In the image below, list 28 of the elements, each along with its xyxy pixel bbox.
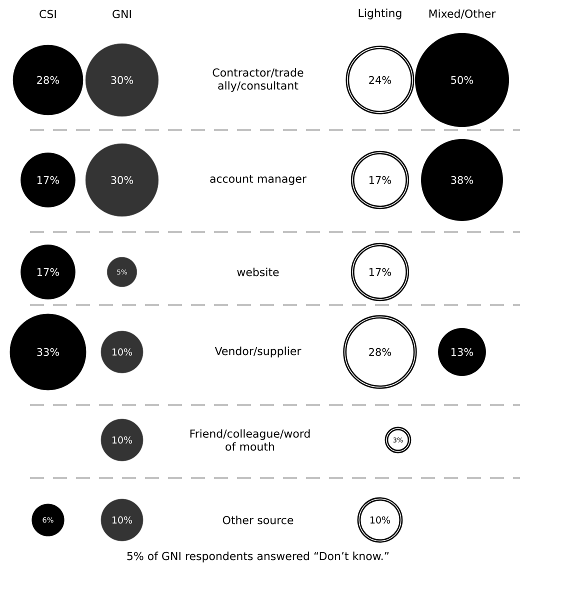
ring-bubble: 28% xyxy=(343,315,417,389)
row-label: account manager xyxy=(210,175,306,185)
column-header: Lighting xyxy=(358,8,402,20)
ring-bubble: 10% xyxy=(357,497,403,543)
column-header: GNI xyxy=(112,10,131,18)
footnote: 5% of GNI respondents answered “Don’t know.” xyxy=(127,552,389,562)
bubble: 33% xyxy=(10,314,86,390)
bubble: 30% xyxy=(85,43,159,117)
bubble: 17% xyxy=(20,244,76,300)
row-label: Contractor/trade ally/consultant xyxy=(212,68,304,92)
bubble: 30% xyxy=(85,143,159,217)
ring-bubble: 24% xyxy=(346,46,414,114)
bubble: 50% xyxy=(415,33,509,127)
bubble: 17% xyxy=(20,152,76,208)
ring-bubble: 17% xyxy=(350,242,410,302)
bubble: 38% xyxy=(421,139,503,221)
column-header: Mixed/Other xyxy=(429,9,496,19)
bubble: 13% xyxy=(438,328,486,376)
column-header: CSI xyxy=(40,10,56,18)
row-label: Vendor/supplier xyxy=(214,346,302,358)
ring-bubble: 17% xyxy=(350,150,410,210)
row-label: Other source xyxy=(222,516,294,524)
bubble: 10% xyxy=(100,498,144,542)
row-label: Friend/colleague/word of mouth xyxy=(190,429,310,451)
bubble: 28% xyxy=(12,44,84,116)
row-label: website xyxy=(237,268,279,276)
bubble: 10% xyxy=(100,418,144,462)
bubble: 10% xyxy=(100,330,144,374)
